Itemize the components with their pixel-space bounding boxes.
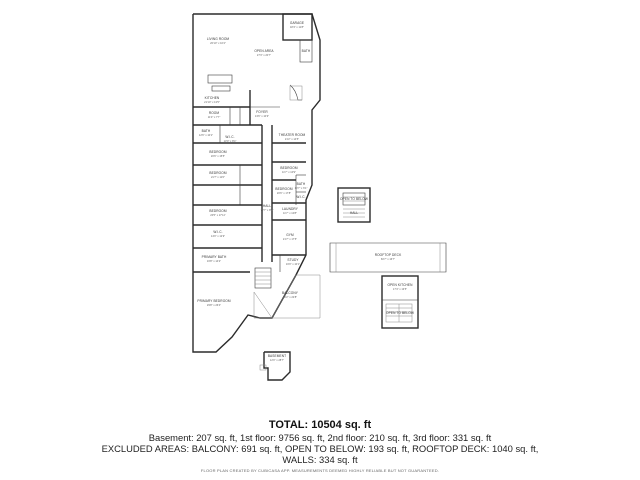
room-name-garage: GARAGE [290, 21, 304, 25]
second-floor-outline [337, 187, 371, 223]
third-floor-plan [329, 242, 447, 329]
room-name-bedroom-2: BEDROOM [209, 150, 226, 154]
room-name-hall: HALL [263, 204, 272, 208]
room-dim-wic-1: 13'0" x 8'4" [224, 139, 237, 143]
walls-area: WALLS: 334 sq. ft [282, 454, 358, 465]
room-dim-gym: 21'7" x 17'5" [283, 237, 297, 241]
room-dim-bath-2: 10'7" x 6'1" [295, 186, 308, 190]
garage-wall [282, 13, 313, 41]
room-dim-basement: 12'0" x 28'7" [270, 358, 284, 362]
room-dim-balcony: 50'2" x 22'8" [283, 295, 297, 299]
room-dim-bedroom-3: 21'7" x 11'0" [211, 175, 225, 179]
kitchen-counter [211, 85, 231, 92]
room-dim-bedroom-2: 20'6" x 15'5" [211, 154, 225, 158]
room-dim-open-kitchen: 17'4" x 13'5" [393, 287, 407, 291]
room-labels: LIVING ROOM 20'10" x 16'4" GARAGE 18'4" … [197, 21, 414, 362]
room-name-hall-2: HALL [350, 211, 359, 215]
room-name-wic-2: W.I.C. [296, 195, 305, 199]
room-name-study: STUDY [287, 258, 299, 262]
stair-curve [289, 84, 302, 101]
room-name-wic-3: W.I.C. [213, 230, 222, 234]
room-name-bedroom-6: BEDROOM [275, 187, 292, 191]
room-name-kitchen: KITCHEN [205, 96, 220, 100]
room-name-theater: THEATER ROOM [279, 133, 306, 137]
floor-area-breakdown: Basement: 207 sq. ft, 1st floor: 9756 sq… [148, 432, 492, 443]
room-dim-hall: 72'7" x 8'9" [261, 208, 274, 212]
room-dim-open-area: 27'3" x 20'7" [257, 53, 271, 57]
room-dim-foyer: 13'6" x 10'3" [255, 114, 269, 118]
second-floor-plan [337, 187, 371, 223]
room-name-rooftop-deck: ROOFTOP DECK [375, 253, 402, 257]
third-floor-interior-wall [381, 275, 419, 329]
room-dim-theater: 21'2" x 14'5" [285, 137, 299, 141]
room-name-bath-2: BATH [297, 182, 306, 186]
room-name-open-area: OPEN AREA [254, 49, 274, 53]
kitchen-island [207, 74, 233, 84]
room-name-laundry: LAUNDRY [282, 207, 299, 211]
room-name-room: ROOM [209, 111, 220, 115]
room-dim-garage: 18'4" x 11'8" [290, 25, 304, 29]
first-floor-outer-wall [192, 13, 321, 353]
basement-stair-block [259, 364, 267, 371]
room-name-wic-1: W.I.C. [225, 135, 234, 139]
room-dim-bedroom-4: 20'5" x 17'11" [210, 213, 226, 217]
basement-outline [263, 351, 291, 381]
room-name-bedroom-4: BEDROOM [209, 209, 226, 213]
room-name-bedroom-5: BEDROOM [280, 166, 297, 170]
room-dim-wic-3: 14'0" x 12'9" [211, 234, 225, 238]
total-area: TOTAL: 10504 sq. ft [268, 419, 372, 431]
room-name-bedroom-3: BEDROOM [209, 171, 226, 175]
stair-block [289, 85, 303, 101]
room-name-primary-bath: PRIMARY BATH [202, 255, 227, 259]
room-name-living-room: LIVING ROOM [207, 37, 230, 41]
room-dim-primary-bedroom: 29'8" x 26'4" [207, 303, 221, 307]
room-dim-bath-1: 12'6" x 10'1" [199, 133, 213, 137]
room-dim-room: 11'3" x 7'7" [208, 115, 221, 119]
room-dim-living-room: 20'10" x 16'4" [210, 41, 226, 45]
room-dim-primary-bath: 16'8" x 14'2" [207, 259, 221, 263]
room-dim-rooftop-deck: 60'7" x 16'7" [381, 257, 395, 261]
floor-plan-credit: FLOOR PLAN CREATED BY CUBICASA APP. MEAS… [200, 468, 440, 473]
room-name-foyer: FOYER [256, 110, 268, 114]
room-name-bath-1: BATH [202, 129, 211, 133]
room-name-balcony: BALCONY [282, 291, 299, 295]
room-name-open-to-below-2: OPEN TO BELOW [340, 197, 368, 201]
rooftop-deck-outline [329, 242, 447, 273]
balcony-outline [253, 274, 321, 319]
room-name-gym: GYM [286, 233, 294, 237]
room-dim-bedroom-5: 11'7" x 10'9" [282, 170, 296, 174]
room-name-basement: BASEMENT [268, 354, 286, 358]
room-name-open-kitchen: OPEN KITCHEN [387, 283, 413, 287]
room-dim-study: 16'0" x 10'1" [286, 262, 300, 266]
room-name-open-to-below-3: OPEN TO BELOW [386, 311, 414, 315]
room-dim-kitchen: 21'10" x 13'5" [204, 100, 220, 104]
room-name-primary-bedroom: PRIMARY BEDROOM [197, 299, 231, 303]
room-name-bath-garage: BATH [302, 49, 311, 53]
room-dim-laundry: 11'7" x 10'8" [283, 211, 297, 215]
basement-plan [259, 351, 291, 381]
garage-bath-wall [299, 39, 313, 63]
first-floor-plan [192, 13, 321, 353]
hall-stairs [254, 267, 272, 289]
room-dim-bedroom-6: 20'6" x 17'8" [277, 191, 291, 195]
excluded-areas: EXCLUDED AREAS: BALCONY: 691 sq. ft, OPE… [101, 443, 539, 454]
